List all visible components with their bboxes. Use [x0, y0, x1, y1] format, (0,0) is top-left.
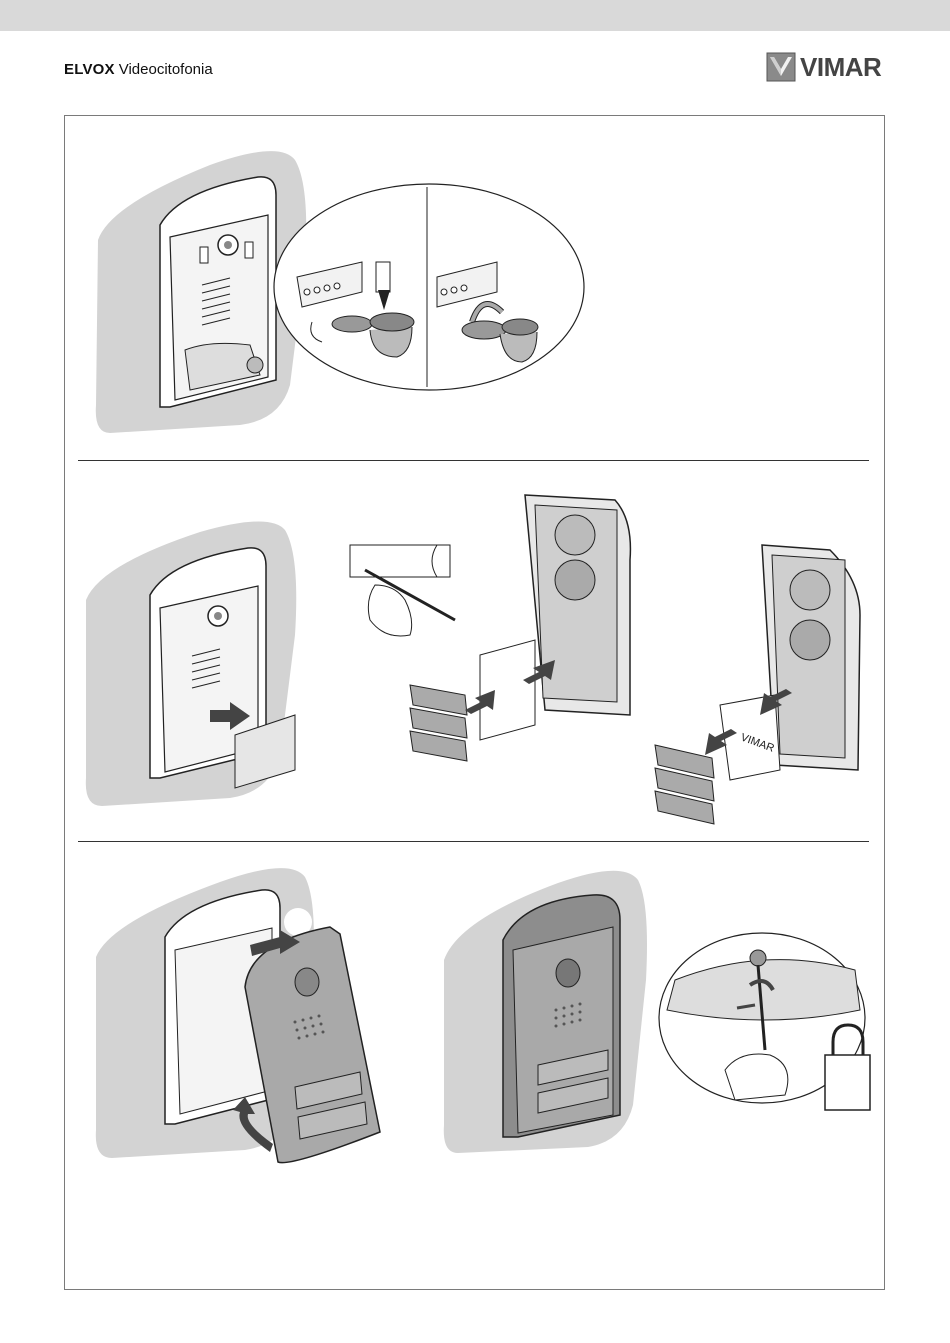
step2-nameplate-insert: VIMAR — [650, 540, 870, 830]
brand-name: ELVOX — [64, 61, 115, 78]
vimar-logo-icon — [766, 52, 796, 82]
top-bar — [0, 0, 950, 31]
section-divider-2 — [78, 841, 869, 842]
step4-screw-lock-zoom — [655, 930, 870, 1115]
step2-nameplate-remove — [405, 480, 645, 770]
step2-panel-illustration — [80, 520, 310, 810]
screw-icon — [750, 950, 766, 966]
vimar-logo: VIMAR — [766, 52, 891, 82]
hand-icon-2 — [725, 1054, 788, 1100]
label-strip — [480, 640, 535, 740]
nameplate-covers-2 — [655, 745, 714, 824]
logo-text: VIMAR — [800, 52, 881, 83]
step1-cable-detail-zoom — [272, 182, 587, 392]
nameplate-covers — [410, 685, 467, 761]
step3-cover-install — [90, 862, 400, 1172]
step4-closed-panel — [438, 865, 648, 1155]
door-panel-open — [160, 177, 276, 407]
brand-product-line: Videocitofonia — [119, 61, 213, 78]
section-divider-1 — [78, 460, 869, 461]
